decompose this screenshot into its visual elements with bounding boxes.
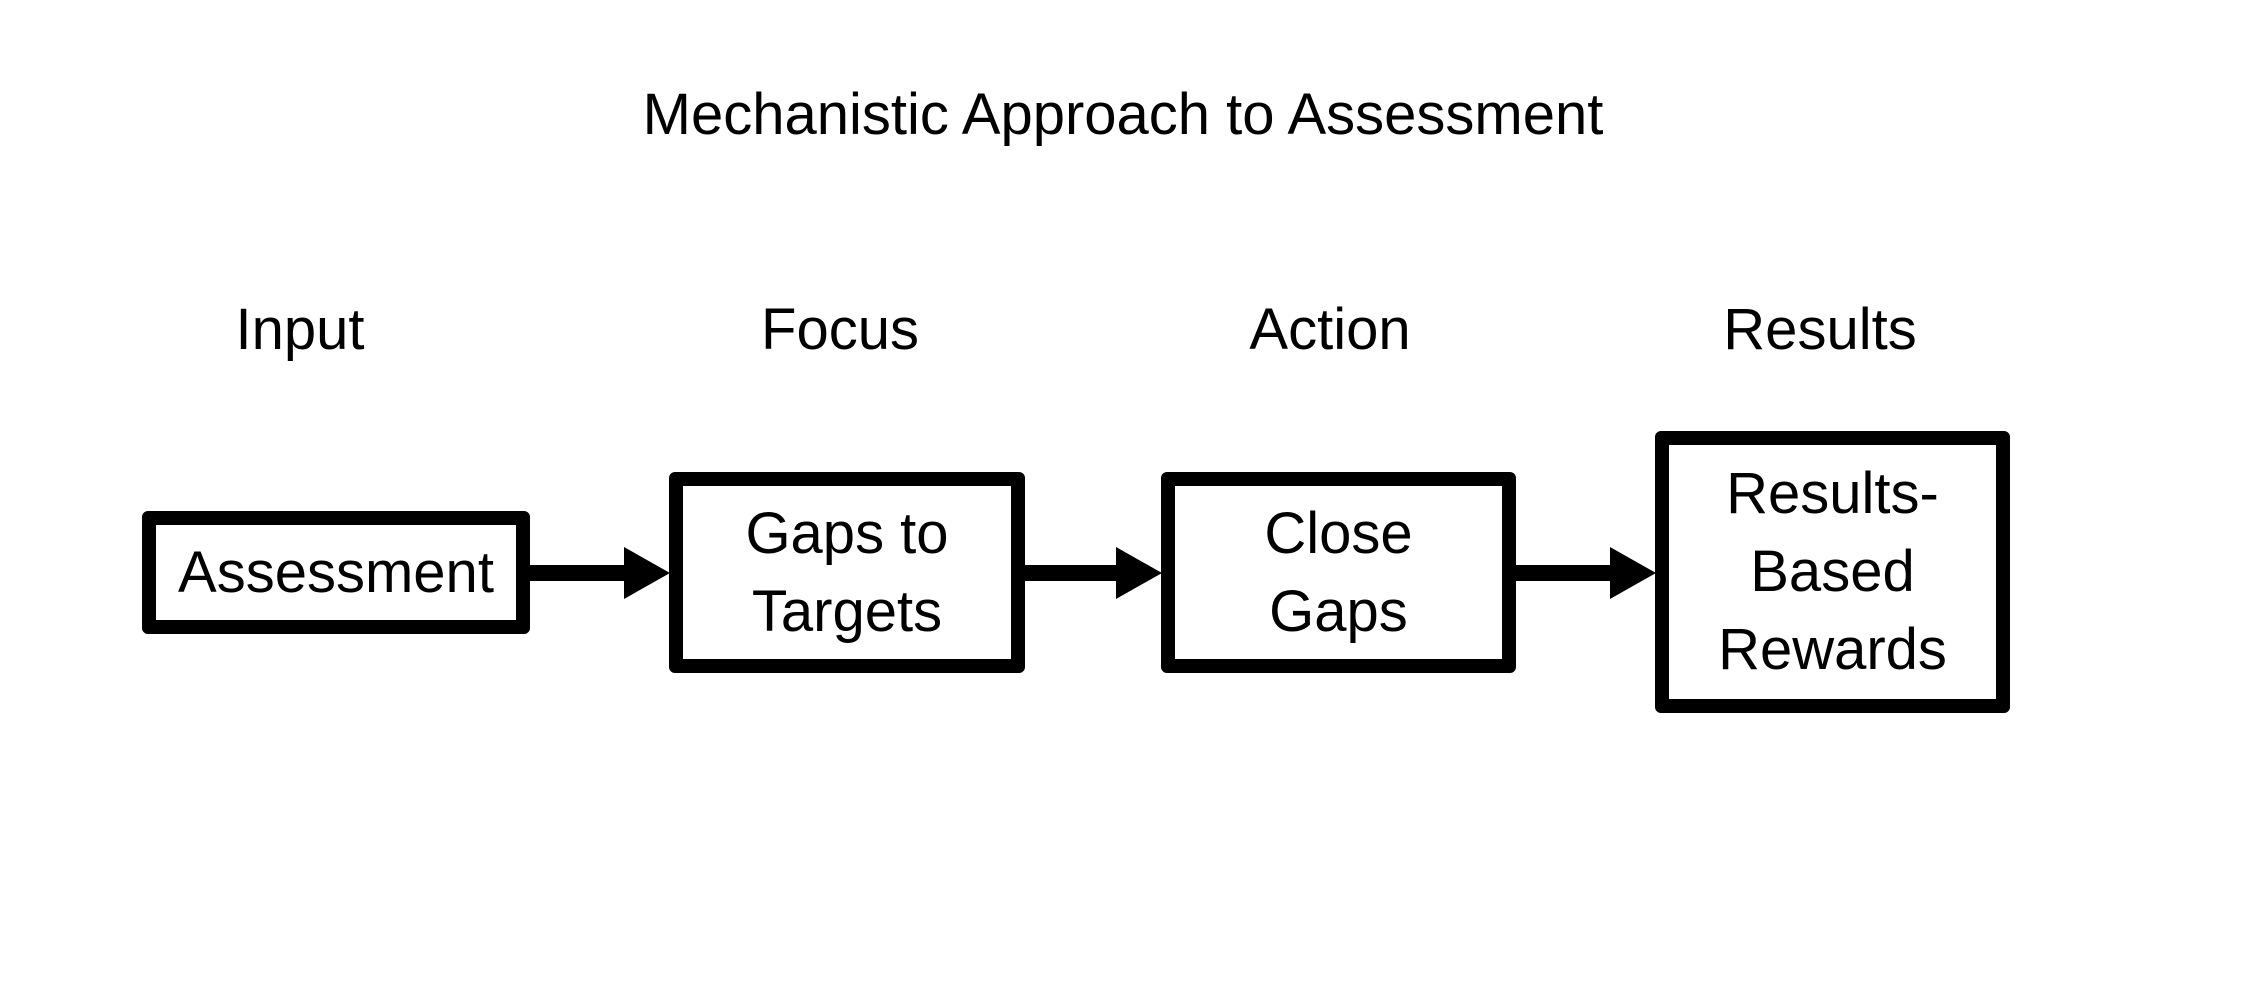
diagram-title: Mechanistic Approach to Assessment xyxy=(642,82,1604,147)
arrow-3-shaft xyxy=(1516,565,1614,581)
box-results-based-rewards-text: Results- Based Rewards xyxy=(1718,461,1947,682)
box-close-gaps: Close Gaps xyxy=(1161,472,1516,673)
box-gaps-to-targets: Gaps to Targets xyxy=(669,472,1025,673)
arrow-3-head xyxy=(1610,547,1656,599)
box-gaps-to-targets-text: Gaps to Targets xyxy=(745,500,949,644)
box-results-based-rewards: Results- Based Rewards xyxy=(1655,431,2010,713)
arrow-1-head xyxy=(624,547,670,599)
arrow-2-head xyxy=(1116,547,1162,599)
stage-label-results: Results xyxy=(1723,297,1917,362)
stage-label-input: Input xyxy=(235,297,365,362)
arrow-1-shaft xyxy=(530,565,628,581)
box-close-gaps-text: Close Gaps xyxy=(1264,500,1413,644)
stage-label-focus: Focus xyxy=(761,297,919,362)
box-assessment-text: Assessment xyxy=(178,539,494,605)
box-assessment: Assessment xyxy=(142,511,530,634)
arrow-2-shaft xyxy=(1025,565,1121,581)
stage-label-action: Action xyxy=(1249,297,1411,362)
